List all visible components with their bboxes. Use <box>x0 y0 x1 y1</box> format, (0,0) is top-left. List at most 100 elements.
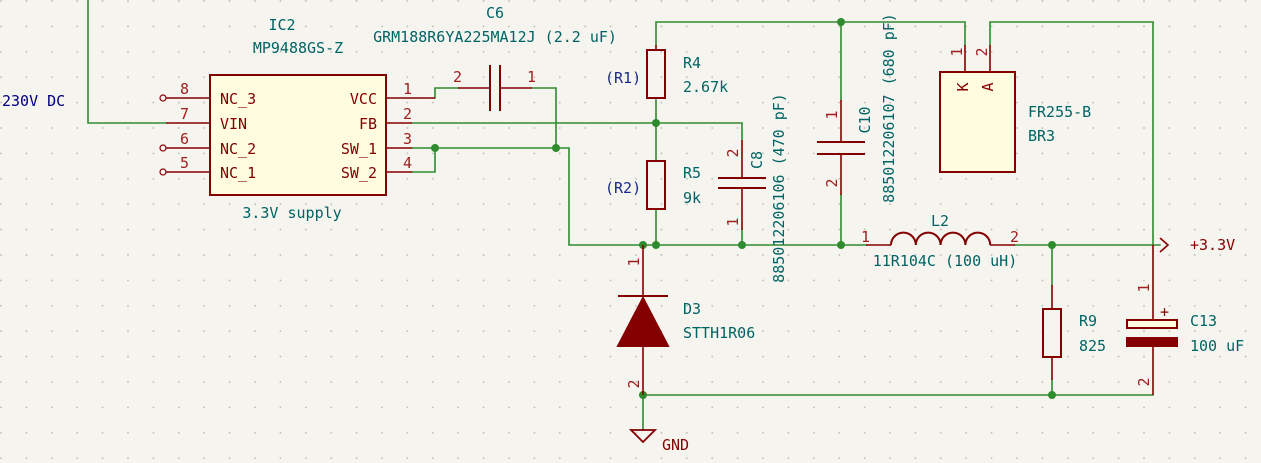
r5-value: 9k <box>683 189 701 207</box>
d3-triangle <box>616 295 670 347</box>
r4-ref: R4 <box>683 54 701 72</box>
ic2-value: MP9488GS-Z <box>253 39 343 57</box>
r5-alias: (R2) <box>605 179 641 197</box>
l2[interactable]: 1 2 L2 11R104C (100 uH) <box>861 212 1019 270</box>
junction-fb <box>652 119 660 127</box>
ic2-description: 3.3V supply <box>242 204 341 222</box>
br3-value: FR255-B <box>1028 103 1091 121</box>
ic2[interactable]: IC2 MP9488GS-Z 3.3V supply 8 NC_3 7 VIN … <box>159 16 435 222</box>
c8[interactable]: 2 1 C8 885012206106 (470 pF) <box>718 93 788 283</box>
ic2-pin-num: 3 <box>403 130 412 148</box>
r5-ref: R5 <box>683 164 701 182</box>
c8-value: 885012206106 (470 pF) <box>770 93 788 283</box>
c6-pin-num: 1 <box>527 68 536 86</box>
r9-value: 825 <box>1079 337 1106 355</box>
c13-value: 100 uF <box>1190 337 1244 355</box>
ic2-pin-num: 2 <box>403 105 412 123</box>
ic2-pin-num: 4 <box>403 154 412 172</box>
junction-top <box>837 18 845 26</box>
ground[interactable]: GND <box>628 429 689 454</box>
r9-ref: R9 <box>1079 312 1097 330</box>
d3[interactable]: 1 2 D3 STTH1R06 <box>616 245 755 395</box>
c13-plate-positive <box>1126 319 1178 329</box>
c6-ref: C6 <box>486 4 504 22</box>
power-arrow-icon <box>1159 237 1170 253</box>
c13-ref: C13 <box>1190 312 1217 330</box>
wire-vin <box>87 0 167 124</box>
r4[interactable]: R4 2.67k (R1) <box>605 45 728 99</box>
d3-pin-num: 1 <box>625 257 643 266</box>
ic2-pin-num: 1 <box>403 80 412 98</box>
wire-fb <box>411 122 743 141</box>
br3-pin-a: A <box>979 82 997 91</box>
d3-value: STTH1R06 <box>683 324 755 342</box>
ic2-pin-num: 8 <box>180 80 189 98</box>
c10-pin-num: 1 <box>823 110 841 119</box>
wire-sw2 <box>411 147 436 173</box>
l2-ref: L2 <box>931 212 949 230</box>
c8-pin-num: 2 <box>724 148 742 157</box>
r9[interactable]: R9 825 <box>1042 285 1106 380</box>
wires <box>87 0 1161 431</box>
junction-r9-gnd <box>1048 391 1056 399</box>
r4-body <box>646 49 666 99</box>
r4-value: 2.67k <box>683 78 728 96</box>
c6-value: GRM188R6YA225MA12J (2.2 uF) <box>373 28 617 46</box>
l2-value: 11R104C (100 uH) <box>873 252 1018 270</box>
ic2-pin-name: FB <box>359 115 377 133</box>
ic2-pin-name: NC_1 <box>220 164 256 182</box>
nc-marker <box>159 94 167 102</box>
c10-ref: C10 <box>856 106 874 133</box>
nc-marker <box>159 168 167 176</box>
ic2-pin-num: 7 <box>180 105 189 123</box>
c13-pin-num: 1 <box>1135 283 1153 292</box>
wire-br3-a <box>989 21 1154 246</box>
br3-pin-num: 2 <box>973 47 991 56</box>
gnd-label: GND <box>662 436 689 454</box>
br3-ref: BR3 <box>1028 127 1055 145</box>
net-label-output: +3.3V <box>1190 236 1235 254</box>
wire-c6-sw <box>531 87 557 149</box>
net-label-input: 230V DC <box>2 92 65 110</box>
junction-c8 <box>738 241 746 249</box>
br3-pin-k: K <box>954 82 972 91</box>
c13-plus: + <box>1160 303 1169 321</box>
junction-sw <box>431 144 439 152</box>
d3-ref: D3 <box>683 300 701 318</box>
r5-body <box>646 160 666 210</box>
br3-pin-num: 1 <box>948 47 966 56</box>
l2-coil <box>890 231 992 246</box>
c10[interactable]: 1 2 C10 885012206107 (680 pF) <box>817 13 898 203</box>
ic2-pin-name: SW_1 <box>341 140 377 158</box>
junction-c10 <box>837 241 845 249</box>
l2-pin-num: 1 <box>861 228 870 246</box>
c6[interactable]: 2 1 C6 GRM188R6YA225MA12J (2.2 uF) <box>373 4 617 111</box>
wire-top-rail <box>655 21 966 46</box>
c13-pin-num: 2 <box>1135 377 1153 386</box>
c8-pin-num: 1 <box>724 217 742 226</box>
ic2-body <box>209 74 387 196</box>
power-output[interactable]: +3.3V <box>1159 236 1235 254</box>
c10-pin-num: 2 <box>823 178 841 187</box>
br3[interactable]: 1 2 K A FR255-B BR3 <box>939 45 1091 173</box>
wire-vcc-c6 <box>434 87 459 99</box>
r5[interactable]: R5 9k (R2) <box>605 160 701 210</box>
junction-r9 <box>1048 241 1056 249</box>
junction-c6 <box>552 144 560 152</box>
c13[interactable]: + 1 2 C13 100 uF <box>1126 245 1244 395</box>
c6-pin-num: 2 <box>453 68 462 86</box>
junction-r5 <box>652 241 660 249</box>
ground-icon <box>628 429 658 444</box>
br3-body <box>939 71 1016 173</box>
c8-ref: C8 <box>748 151 766 169</box>
ic2-pin-name: VIN <box>220 115 247 133</box>
l2-pin-num: 2 <box>1010 228 1019 246</box>
c10-value: 885012206107 (680 pF) <box>880 13 898 203</box>
r4-alias: (R1) <box>605 69 641 87</box>
ic2-ref: IC2 <box>268 16 295 34</box>
ic2-pin-name: NC_2 <box>220 140 256 158</box>
ic2-pin-num: 5 <box>180 154 189 172</box>
ic2-pin-name: SW_2 <box>341 164 377 182</box>
ic2-pin-num: 6 <box>180 130 189 148</box>
